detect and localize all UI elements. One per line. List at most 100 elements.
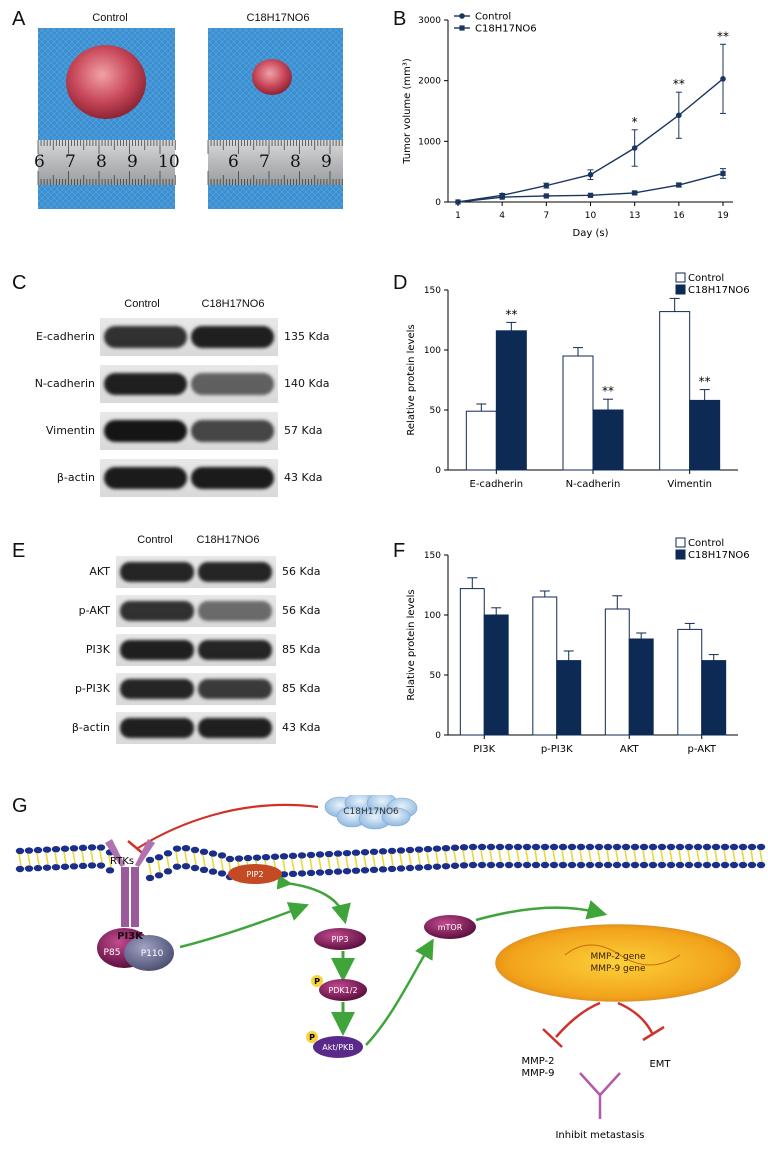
lipid-head xyxy=(405,864,415,872)
y-tick-label: 100 xyxy=(424,346,441,356)
lipid-head xyxy=(199,848,209,855)
lipid-tail xyxy=(81,850,85,863)
blot-kda-label: 57 Kda xyxy=(284,424,323,437)
lipid-tail xyxy=(552,849,556,863)
inhibit-metastasis-label: Inhibit metastasis xyxy=(555,1130,644,1141)
lipid-head xyxy=(414,864,424,871)
lipid-head xyxy=(585,843,595,851)
lipid-head xyxy=(756,843,766,851)
lipid-head xyxy=(684,861,694,869)
lipid-tail xyxy=(354,855,358,868)
lipid-head xyxy=(639,843,649,851)
lipid-head xyxy=(24,847,34,854)
pip2-label: PIP2 xyxy=(246,870,263,879)
panel-label-b: B xyxy=(393,8,407,30)
data-point xyxy=(455,199,461,205)
blot-band-strip xyxy=(116,595,276,627)
significance-mark: ** xyxy=(505,307,517,321)
band-control xyxy=(120,601,194,621)
lipid-tail xyxy=(175,851,179,864)
lipid-head xyxy=(181,863,191,870)
lipid-tail xyxy=(579,849,583,863)
lipid-head xyxy=(261,854,271,861)
lipid-tail xyxy=(426,851,430,865)
lipid-head xyxy=(747,843,757,851)
legend-label: C18H17NO6 xyxy=(688,285,750,296)
lipid-tail xyxy=(543,849,547,863)
lipid-head xyxy=(495,861,505,869)
lipid-head xyxy=(657,861,667,869)
lipid-tail xyxy=(372,854,376,867)
lipid-tail xyxy=(408,852,412,866)
y-tick-label: 3000 xyxy=(418,16,441,26)
lipid-tail xyxy=(696,849,700,863)
blot-row-label: N-cadherin xyxy=(34,377,95,390)
lipid-tail xyxy=(489,849,493,863)
band-treated xyxy=(198,640,272,660)
drug-cloud: C18H17NO6 xyxy=(324,795,418,830)
lipid-head xyxy=(612,843,622,851)
convergence-glyph xyxy=(579,1072,621,1119)
pip3-node: PIP3 xyxy=(314,928,366,950)
lipid-head xyxy=(342,849,352,857)
svg-text:P: P xyxy=(314,977,320,986)
y-tick-label: 0 xyxy=(435,198,441,208)
lipid-head xyxy=(315,869,325,876)
x-tick-label: Vimentin xyxy=(667,479,712,490)
lipid-tail xyxy=(570,849,574,863)
lipid-head xyxy=(324,850,334,858)
nucleus-inhibit-emt xyxy=(617,1001,654,1034)
blot-e-header-control: Control xyxy=(137,534,173,546)
gene-mmp9-label: MMP-9 gene xyxy=(590,964,646,974)
lipid-head xyxy=(360,867,370,874)
lipid-head xyxy=(666,843,676,851)
mtor-label: mTOR xyxy=(438,923,463,932)
lipid-head xyxy=(468,861,478,869)
band-treated xyxy=(198,679,272,699)
lipid-tail xyxy=(741,849,745,863)
lipid-head xyxy=(459,862,469,869)
rtk-receptor: RTKs xyxy=(105,839,155,927)
pdk-node: PDK1/2 P xyxy=(311,975,367,1001)
band-control xyxy=(120,679,194,699)
significance-mark: * xyxy=(632,115,638,129)
lipid-head xyxy=(540,861,550,869)
lipid-head xyxy=(432,845,442,852)
bar xyxy=(628,638,654,736)
y-tick-label: 0 xyxy=(435,731,441,741)
lipid-head xyxy=(585,861,595,869)
lipid-head xyxy=(594,843,604,851)
ruler-control xyxy=(38,140,175,185)
bar xyxy=(483,614,509,736)
lipid-head xyxy=(423,845,433,853)
lipid-tail xyxy=(211,856,215,869)
legend-label: Control xyxy=(475,12,511,23)
bar xyxy=(562,355,594,471)
lipid-head xyxy=(747,861,757,869)
lipid-head xyxy=(208,868,218,875)
data-point xyxy=(543,182,550,189)
band-treated xyxy=(191,372,274,396)
x-tick-label: 16 xyxy=(673,211,685,221)
blot-band-strip xyxy=(116,673,276,705)
mmp2-label: MMP-2 xyxy=(521,1056,554,1067)
lipid-tail xyxy=(157,860,161,873)
lipid-head xyxy=(459,844,469,851)
akt-to-mtor-arrow xyxy=(365,938,434,1046)
lipid-head xyxy=(693,843,703,851)
blot-kda-label: 85 Kda xyxy=(282,643,321,656)
band-treated xyxy=(191,419,274,443)
ruler-number: 7 xyxy=(65,152,76,172)
lipid-tail xyxy=(336,856,340,869)
lipid-head xyxy=(414,846,424,853)
lipid-head xyxy=(387,865,397,873)
pip2-pip3-arrow xyxy=(276,874,351,925)
lipid-tail xyxy=(444,851,448,864)
x-tick-label: 1 xyxy=(455,211,461,221)
bar xyxy=(556,660,582,736)
blot-kda-label: 43 Kda xyxy=(282,721,321,734)
lipid-head xyxy=(711,861,721,869)
lipid-head xyxy=(711,843,721,851)
lipid-tail xyxy=(45,852,49,865)
blot-kda-label: 43 Kda xyxy=(284,471,323,484)
